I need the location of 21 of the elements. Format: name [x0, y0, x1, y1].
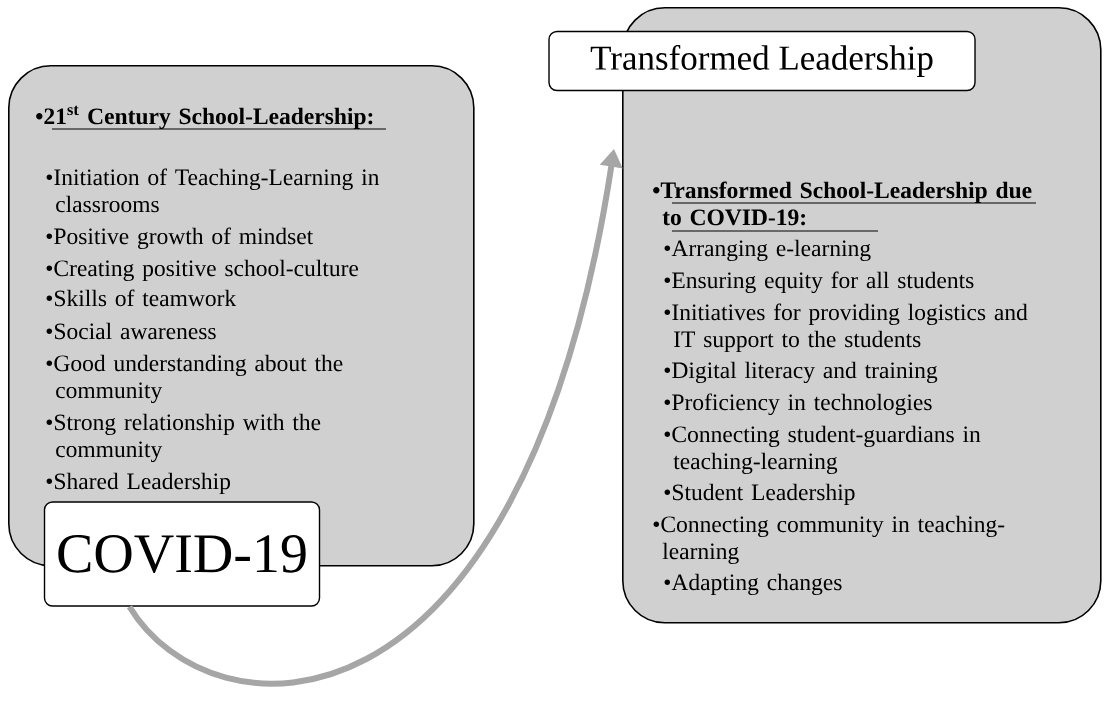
bullet-item: •Initiatives for providing logistics and IT support to the students [664, 303, 1028, 352]
bullet-item: •Connecting student-guardians in teaching-learning [664, 425, 981, 475]
bullet-item: •Skills of teamwork [46, 289, 237, 307]
bullet-item: •Good understanding about the community [46, 354, 343, 404]
bullet-item: •Ensuring equity for all students [664, 271, 974, 294]
label-box: Transformed Leadership [548, 30, 976, 92]
list-heading: •Transformed School-Leadership due to COVID-19: [653, 181, 1037, 232]
bullet-item: •Connecting community in teaching-learning [653, 515, 1005, 565]
bullet-item: •Strong relationship with the community [46, 413, 321, 463]
bullet-item: •Student Leadership [664, 483, 855, 505]
list-heading: •21$^{st}$ Century School-Leadership: [36, 105, 387, 130]
bullet-item: •Positive growth of mindset [46, 227, 314, 250]
bullet-item: •Initiation of Teaching-Learning in classrooms [46, 168, 380, 213]
bullet-item: •Creating positive school-culture [46, 259, 359, 282]
label-box: COVID-19 [43, 501, 321, 607]
bullet-item: •Adapting changes [664, 573, 842, 596]
bullet-item: •Arranging e-learning [664, 239, 871, 262]
bullet-item: •Social awareness [46, 322, 216, 340]
bullet-item: •Proficiency in technologies [664, 393, 932, 416]
bullet-item: •Digital literacy and training [664, 361, 938, 384]
bullet-item: •Shared Leadership [46, 472, 230, 494]
